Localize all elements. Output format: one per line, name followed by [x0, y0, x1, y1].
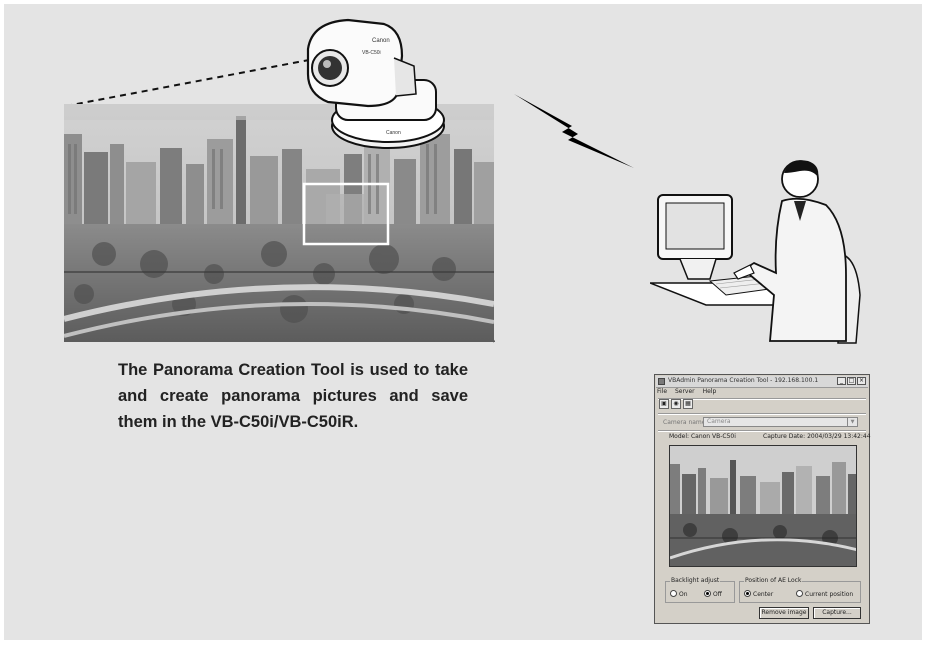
- capture-date-label: Capture Date:: [763, 433, 805, 440]
- remove-image-button[interactable]: Remove image: [759, 607, 809, 619]
- panorama-icon[interactable]: ▦: [683, 399, 693, 409]
- close-button[interactable]: ×: [857, 377, 866, 385]
- backlight-on-radio[interactable]: On: [670, 590, 688, 598]
- network-camera-icon: Canon VB-C50i Canon: [298, 14, 448, 154]
- panorama-preview: [669, 445, 857, 567]
- camera-name-label: Camera name:: [663, 419, 708, 426]
- model-label: Model:: [669, 433, 689, 440]
- camera-model-text: VB-C50i: [362, 50, 381, 56]
- ae-center-label: Center: [753, 591, 773, 598]
- radio-on-icon: [704, 590, 711, 597]
- backlight-adjust-label: Backlight adjust: [670, 577, 720, 584]
- radio-off-icon: [670, 590, 677, 597]
- capture-time-value: 13:42:44: [844, 433, 871, 440]
- menu-server[interactable]: Server: [675, 388, 695, 395]
- backlight-off-radio[interactable]: Off: [704, 590, 722, 598]
- wireless-link-icon: [510, 88, 640, 172]
- camera-divider: [658, 430, 866, 432]
- figure-caption: The Panorama Creation Tool is used to ta…: [118, 357, 468, 435]
- camera-name-select[interactable]: Camera ▼: [703, 417, 858, 427]
- model-info: Model: Canon VB-C50i: [669, 433, 736, 440]
- chevron-down-icon[interactable]: ▼: [847, 418, 857, 426]
- panorama-tool-window: VBAdmin Panorama Creation Tool - 192.168…: [654, 374, 870, 624]
- ae-lock-group: Position of AE Lock Center Current posit…: [739, 581, 861, 603]
- ae-current-radio[interactable]: Current position: [796, 590, 853, 598]
- camera-name-value: Camera: [707, 418, 731, 425]
- app-icon: [658, 378, 665, 385]
- minimize-button[interactable]: _: [837, 377, 846, 385]
- ae-center-radio[interactable]: Center: [744, 590, 773, 598]
- ae-current-label: Current position: [805, 591, 853, 598]
- model-value: Canon VB-C50i: [691, 433, 736, 440]
- backlight-adjust-group: Backlight adjust On Off: [665, 581, 735, 603]
- toolbar: ▣◉▦: [659, 399, 695, 411]
- capture-button[interactable]: Capture...: [813, 607, 861, 619]
- menu-bar: File Server Help: [657, 388, 722, 397]
- capture-icon[interactable]: ▣: [659, 399, 669, 409]
- svg-text:Canon: Canon: [386, 130, 401, 136]
- radio-on-icon: [744, 590, 751, 597]
- capture-date-info: Capture Date: 2004/03/29 13:42:44: [763, 433, 871, 440]
- preview-cityscape: [670, 446, 857, 567]
- capture-date-value: 2004/03/29: [807, 433, 842, 440]
- backlight-off-label: Off: [713, 591, 722, 598]
- camera-brand-text: Canon: [372, 38, 390, 44]
- menu-help[interactable]: Help: [703, 388, 717, 395]
- window-title: VBAdmin Panorama Creation Tool - 192.168…: [668, 377, 818, 384]
- radio-off-icon: [796, 590, 803, 597]
- projection-line-left: [66, 56, 330, 106]
- backlight-on-label: On: [679, 591, 688, 598]
- user-at-computer-icon: [650, 155, 872, 345]
- maximize-button[interactable]: □: [847, 377, 856, 385]
- toolbar-divider: [658, 413, 866, 415]
- window-title-bar: VBAdmin Panorama Creation Tool - 192.168…: [656, 376, 868, 388]
- camera-icon[interactable]: ◉: [671, 399, 681, 409]
- menu-file[interactable]: File: [657, 388, 667, 395]
- ae-lock-label: Position of AE Lock: [744, 577, 802, 584]
